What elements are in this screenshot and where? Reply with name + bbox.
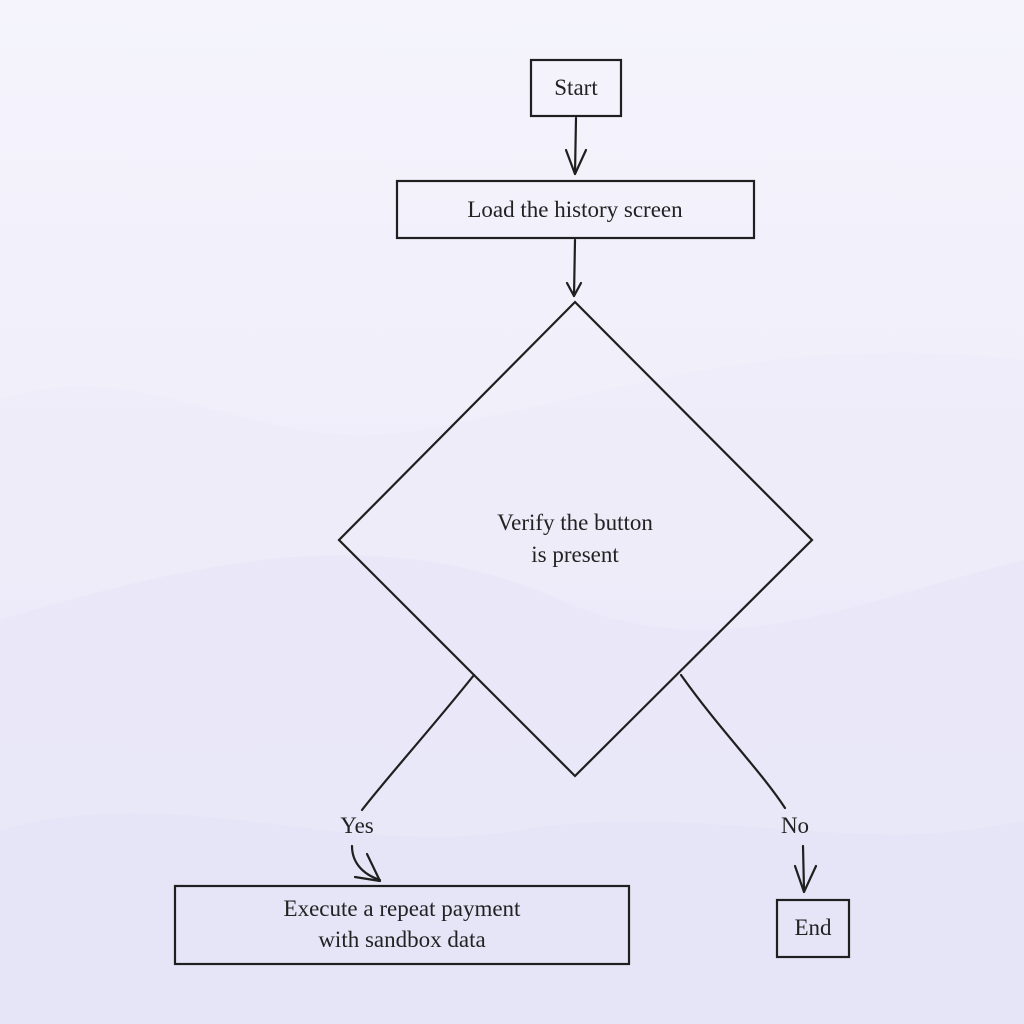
execute-payment-label-line2: with sandbox data [318, 927, 485, 952]
no-edge: No [679, 673, 818, 894]
load-history-node: Load the history screen [395, 179, 756, 240]
verify-decision-node: Verify the button is present [337, 300, 814, 778]
start-node: Start [529, 58, 623, 118]
execute-payment-node: Execute a repeat payment with sandbox da… [173, 884, 631, 966]
yes-edge: Yes [340, 673, 476, 883]
start-node-box [529, 58, 623, 118]
verify-decision-diamond [337, 300, 814, 778]
no-edge-label: No [781, 813, 809, 838]
verify-decision-label-line2: is present [531, 542, 619, 567]
verify-decision-label-line1: Verify the button [497, 510, 653, 535]
yes-edge-label: Yes [340, 813, 374, 838]
load-history-node-label: Load the history screen [467, 197, 683, 222]
load-history-node-box [395, 179, 756, 240]
start-node-label: Start [554, 75, 598, 100]
end-node: End [775, 898, 851, 959]
execute-payment-label-line1: Execute a repeat payment [284, 896, 522, 921]
arrow-start-to-load [564, 116, 588, 176]
end-node-box [775, 898, 851, 959]
execute-payment-node-box [173, 884, 631, 966]
arrow-load-to-verify [565, 238, 583, 298]
end-node-label: End [794, 915, 832, 940]
